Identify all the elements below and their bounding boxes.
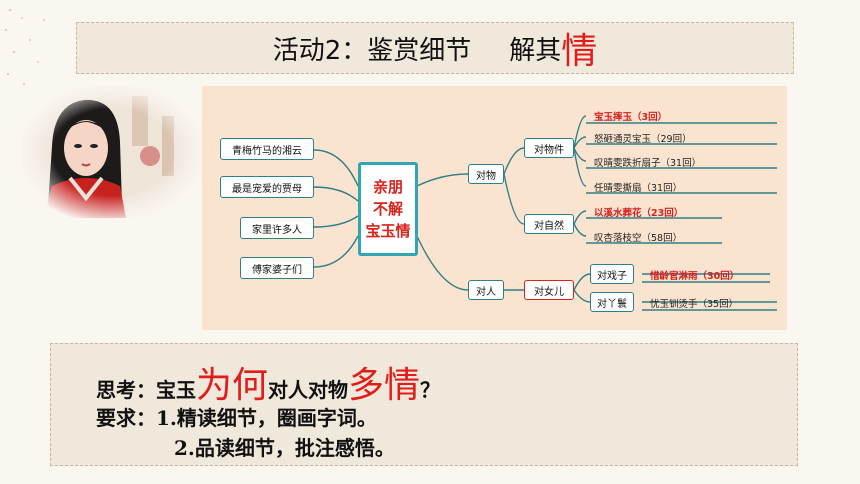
leaf-item: 以溪水葬花（23回） [594,208,684,219]
left-node: 傅家婆子们 [240,257,314,279]
leaf-item: 叹晴雯跌折扇子（31回） [594,158,702,169]
sub-things: 对物件 [524,138,574,158]
dot-pattern-decoration [4,8,45,85]
sub-nature: 对自然 [524,214,574,234]
sub-girls: 对女儿 [524,280,574,300]
mind-map-connectors [313,115,777,311]
leaf-item: 叹杏落枝空（58回） [594,233,683,244]
center-line: 亲朋 [372,178,403,196]
leaf-item: 惜龄官淋雨（30回） [650,271,740,282]
requirement-line: 2.品读细节，批注感悟。 [174,436,395,460]
left-node: 家里许多人 [240,217,314,239]
center-node: 亲朋 不解 宝玉情 [358,162,418,256]
title-part: 解其 [509,35,562,66]
title-red-char: 情 [561,31,598,72]
question-box [50,343,798,466]
slide-title: 活动2：鉴赏细节 解其 情 [77,23,793,73]
leaf-item: 怒砸通灵宝玉（29回） [594,134,692,145]
left-node: 最是宠爱的贾母 [220,176,314,198]
sub-actor: 对戏子 [590,264,634,284]
question-middle: 对人对物 [268,378,349,402]
mind-map: 青梅竹马的湘云 最是宠爱的贾母 家里许多人 傅家婆子们 亲朋 不解 宝玉情 对物… [202,86,787,330]
branch-objects: 对物 [468,164,504,184]
center-line: 宝玉情 [365,222,411,240]
leaf-item: 宝玉摔玉（3回） [594,112,668,123]
question-end: ？ [420,378,441,402]
title-banner: 活动2：鉴赏细节 解其 情 [76,22,794,74]
left-node: 青梅竹马的湘云 [220,138,314,160]
question-highlight: 多情 [348,365,421,406]
question-prefix: 思考：宝玉 [96,378,196,402]
question-highlight: 为何 [196,365,269,406]
portrait-illustration [22,86,202,218]
sub-maid: 对丫鬟 [590,292,634,312]
leaf-item: 任晴雯撕扇（31回） [594,183,683,194]
leaf-item: 忧玉钏烫手（35回） [650,299,739,310]
question-line: 思考：宝玉 为何 对人对物 多情 ？ [96,356,440,408]
center-line: 不解 [372,200,403,218]
branch-people: 对人 [468,280,504,300]
requirement-line: 要求：1.精读细节，圈画字词。 [96,406,377,430]
title-main: 活动2：鉴赏细节 [272,35,472,66]
